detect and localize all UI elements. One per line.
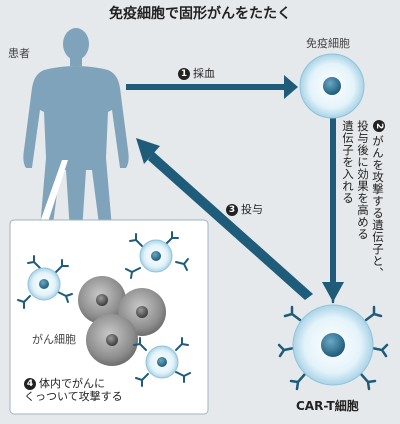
small-car-t-cell — [145, 345, 179, 379]
small-car-t-cells — [17, 231, 191, 387]
step-2: 2 がんを攻撃する遺伝子と、投与後に効果を高める遺伝子を入れる — [340, 120, 385, 279]
step-3-number: 3 — [226, 204, 238, 216]
immune-cell — [299, 53, 365, 119]
step-4-line2: くっついて攻撃する — [24, 389, 123, 403]
car-t-label: CAR-T細胞 — [296, 399, 359, 413]
cancer-cell-cluster — [78, 276, 166, 366]
immune-cell-label: 免疫細胞 — [306, 37, 350, 50]
small-car-t-cell — [139, 239, 173, 273]
cancer-cell-label: がん細胞 — [32, 333, 76, 346]
step-2-line1: がんを攻撃する遺伝子と、 — [371, 135, 385, 279]
patient-label: 患者 — [8, 47, 30, 60]
step-2-line3: 遺伝子を入れる — [341, 120, 355, 204]
step-3-text: 投与 — [241, 203, 263, 216]
arrow-step1 — [126, 75, 298, 99]
diagram-title: 免疫細胞で固形がんをたたく — [109, 6, 291, 22]
step-1-text: 採血 — [193, 67, 215, 80]
callout-pointer — [40, 160, 68, 222]
car-t-cell — [277, 284, 389, 391]
step-4-number: 4 — [24, 378, 36, 390]
patient-silhouette — [23, 28, 129, 232]
step-4-line1: 体内でがんに — [39, 377, 105, 390]
step-2-number: 2 — [373, 120, 385, 132]
small-car-t-cell — [27, 267, 61, 301]
arrow-step3 — [136, 138, 313, 300]
step-2-line2: 投与後に効果を高める — [356, 120, 370, 240]
step-1-number: 1 — [178, 68, 190, 80]
